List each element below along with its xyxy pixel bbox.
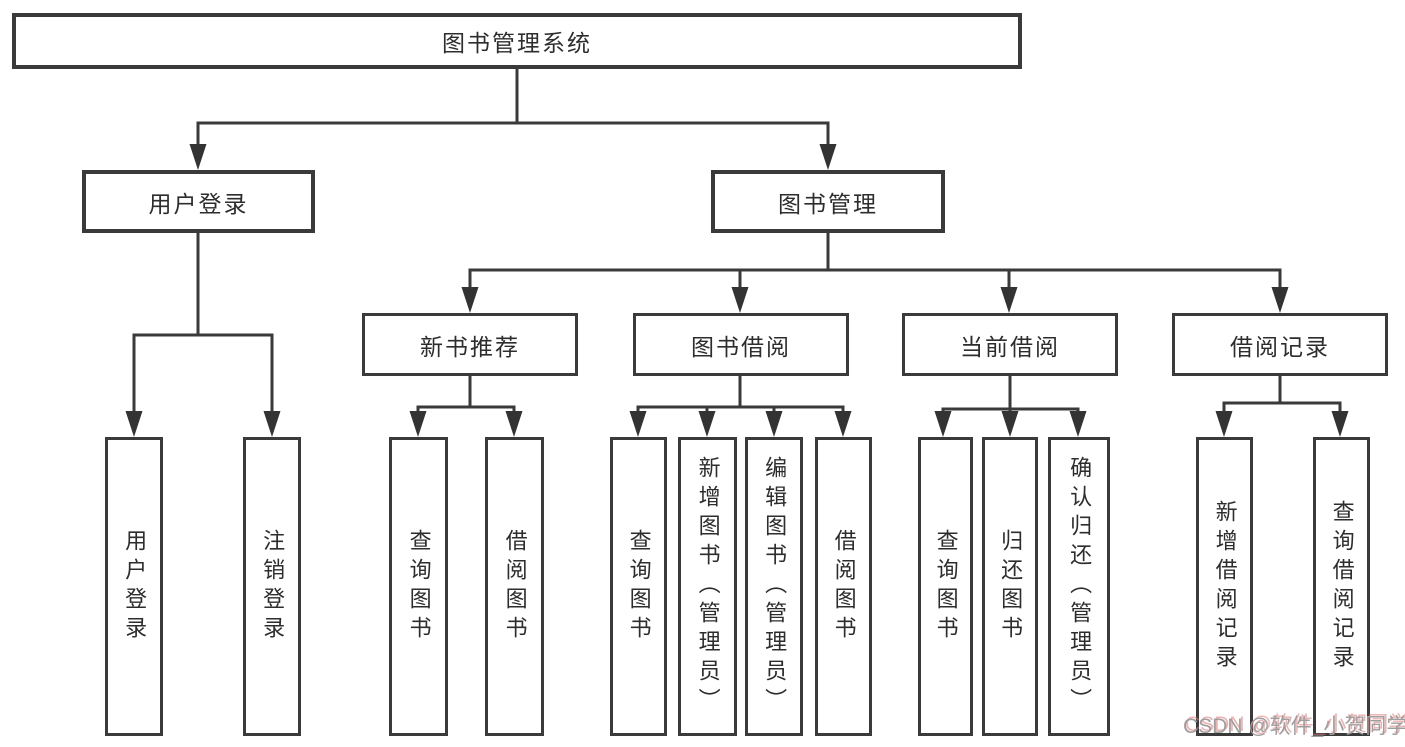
node-borrow-records: 借阅记录: [1172, 313, 1388, 376]
node-label: 图书管理: [778, 190, 878, 217]
arrow-down-icon: [765, 411, 783, 437]
csdn-watermark: CSDN @软件_小贺同学: [1183, 715, 1405, 738]
arrow-down-icon: [461, 287, 479, 313]
arrow-down-icon: [934, 411, 952, 437]
node-label: 新增图书（管理员）: [695, 456, 721, 717]
node-leaf-logout: 注销登录: [243, 437, 301, 736]
connector-borrow-records-to-leaves: [1222, 376, 1342, 418]
node-label: 新书推荐: [420, 333, 520, 360]
arrow-down-icon: [1271, 287, 1289, 313]
node-label: 用户登录: [122, 528, 148, 645]
arrow-down-icon: [698, 411, 716, 437]
node-label: 查询图书: [933, 528, 959, 645]
node-user-login: 用户登录: [82, 170, 315, 233]
node-label: 注销登录: [260, 528, 286, 645]
node-label: 当前借阅: [960, 333, 1060, 360]
node-leaf-query-borrow-record: 查询借阅记录: [1313, 437, 1370, 736]
connector-user-login-to-leaves: [132, 233, 274, 416]
node-book-management: 图书管理: [711, 170, 945, 233]
arrow-down-icon: [263, 411, 281, 437]
node-leaf-add-books-admin: 新增图书（管理员）: [678, 437, 737, 736]
arrow-down-icon: [1069, 411, 1087, 437]
node-label: 借阅记录: [1230, 333, 1330, 360]
arrow-down-icon: [834, 411, 852, 437]
node-label: 用户登录: [148, 190, 249, 217]
node-leaf-query-books-1: 查询图书: [389, 437, 448, 736]
arrow-down-icon: [1215, 411, 1233, 437]
node-root-system: 图书管理系统: [12, 13, 1022, 69]
arrow-down-icon: [731, 287, 749, 313]
arrow-down-icon: [1001, 411, 1019, 437]
arrow-down-icon: [1000, 287, 1018, 313]
node-leaf-borrow-books-2: 借阅图书: [815, 437, 872, 736]
arrow-down-icon: [629, 411, 647, 437]
arrow-down-icon: [189, 144, 207, 170]
node-label: 借阅图书: [831, 528, 857, 645]
node-leaf-confirm-return-admin: 确认归还（管理员）: [1048, 437, 1110, 736]
node-leaf-query-books-3: 查询图书: [918, 437, 973, 736]
node-label: 编辑图书（管理员）: [762, 456, 788, 717]
node-label: 新增借阅记录: [1212, 499, 1238, 674]
node-label: 查询图书: [626, 528, 652, 645]
node-leaf-add-borrow-record: 新增借阅记录: [1196, 437, 1253, 736]
node-label: 查询借阅记录: [1329, 499, 1355, 674]
connector-book-management-to-level3: [468, 233, 1282, 292]
node-label: 借阅图书: [502, 528, 528, 645]
connector-root-to-level2: [196, 69, 830, 150]
node-leaf-query-books-2: 查询图书: [610, 437, 667, 736]
arrow-down-icon: [125, 411, 143, 437]
node-label: 查询图书: [406, 528, 432, 645]
connector-book-borrow-to-leaves: [636, 376, 845, 418]
arrow-down-icon: [1331, 411, 1349, 437]
node-new-book-recommend: 新书推荐: [362, 313, 578, 376]
node-book-borrow: 图书借阅: [633, 313, 849, 376]
node-leaf-return-books: 归还图书: [982, 437, 1038, 736]
node-leaf-edit-books-admin: 编辑图书（管理员）: [745, 437, 803, 736]
node-label: 图书管理系统: [442, 30, 592, 56]
node-label: 归还图书: [998, 528, 1024, 645]
arrow-down-icon: [505, 411, 523, 437]
arrow-down-icon: [819, 144, 837, 170]
node-leaf-user-login: 用户登录: [105, 437, 163, 736]
arrow-down-icon: [409, 411, 427, 437]
node-label: 确认归还（管理员）: [1067, 456, 1093, 717]
node-leaf-borrow-books-1: 借阅图书: [485, 437, 544, 736]
node-current-borrow: 当前借阅: [902, 313, 1118, 376]
node-label: 图书借阅: [691, 333, 791, 360]
connector-new-book-to-leaves: [416, 376, 516, 418]
